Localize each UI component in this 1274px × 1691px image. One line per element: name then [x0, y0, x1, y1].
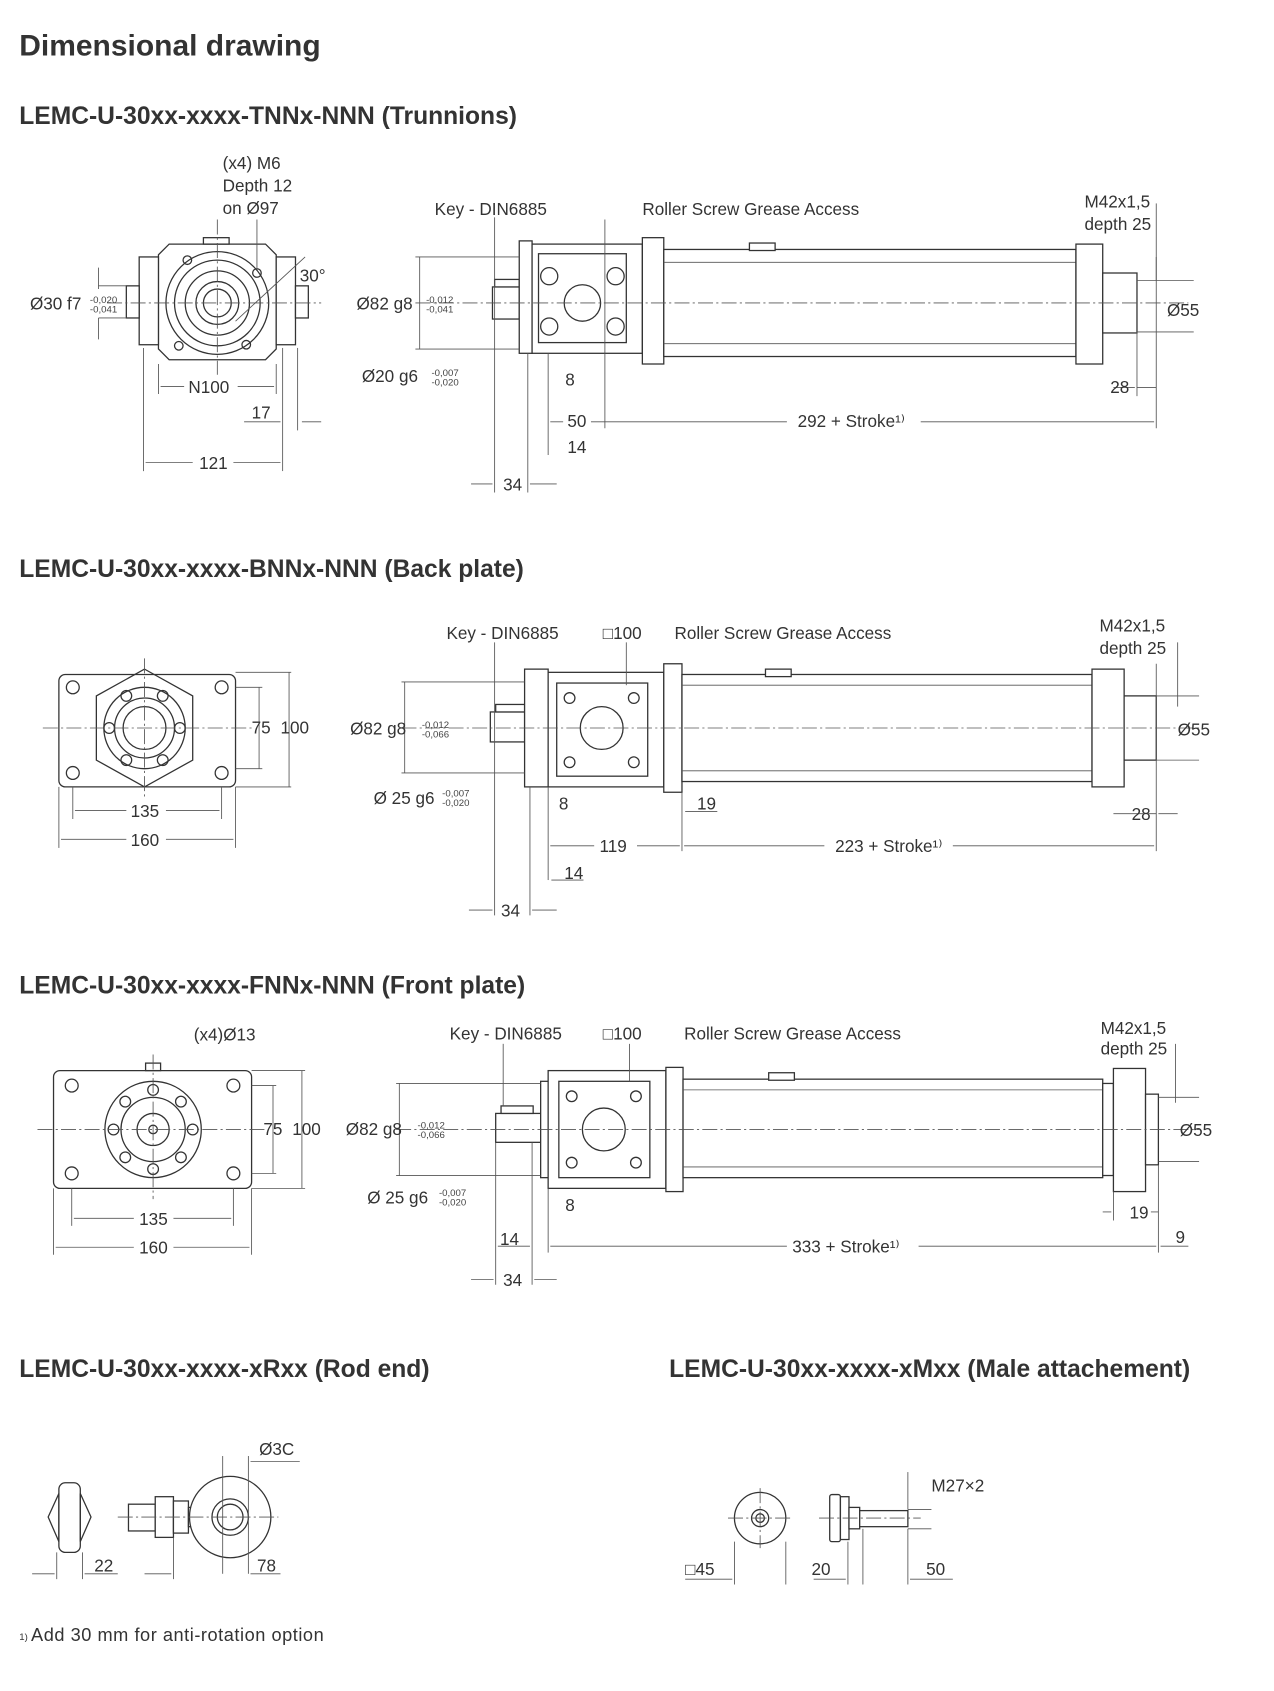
thread-label: M42x1,5 [1100, 617, 1166, 636]
dia25-tol-lower: -0,020 [439, 1197, 466, 1208]
dim-34: 34 [501, 901, 521, 920]
footnote-mark: 1) [19, 1632, 28, 1643]
dim-14: 14 [500, 1230, 520, 1249]
male-attachment-views: M27×2 □45 20 50 [685, 1472, 984, 1585]
dia25-label: Ø 25 g6 [374, 789, 435, 808]
dia82-tol-lower: -0,066 [422, 730, 449, 741]
dia20-tol-lower: -0,020 [431, 377, 458, 388]
dim-8: 8 [565, 1196, 575, 1215]
dim-19: 19 [697, 794, 716, 813]
dia55-label: Ø55 [1167, 301, 1199, 320]
dim-34: 34 [503, 1271, 523, 1290]
thread-depth-label: depth 25 [1100, 639, 1167, 658]
dim-n100: N100 [188, 378, 229, 397]
dim-50: 50 [567, 412, 586, 431]
trunnions-side-view: Key - DIN6885 Roller Screw Grease Access… [357, 193, 1200, 495]
grease-label: Roller Screw Grease Access [674, 624, 891, 643]
stroke-length: 223 + Stroke¹⁾ [835, 837, 942, 856]
dim-121: 121 [199, 454, 228, 473]
backplate-front-view: 75 100 135 160 [42, 658, 309, 850]
dia55-label: Ø55 [1178, 721, 1210, 740]
dim-28: 28 [1132, 805, 1151, 824]
dim-dia30: Ø3C [259, 1440, 294, 1459]
dia25-tol-lower: -0,020 [442, 798, 469, 809]
footnote-text: Add 30 mm for anti-rotation option [31, 1625, 324, 1645]
dia25-tol-upper: -0,007 [439, 1188, 466, 1199]
dim-8: 8 [559, 794, 569, 813]
rodend-heading: LEMC-U-30xx-xxxx-xRxx (Rod end) [19, 1356, 429, 1383]
dia55-label: Ø55 [1180, 1121, 1212, 1140]
dia82-tol-upper: -0,012 [422, 720, 449, 731]
dim-50: 50 [926, 1560, 945, 1579]
dim-135: 135 [139, 1210, 168, 1229]
dim-14: 14 [564, 864, 584, 883]
backplate-side-view: Key - DIN6885 □100 Roller Screw Grease A… [350, 617, 1210, 921]
thread-depth-label: depth 25 [1085, 215, 1152, 234]
thread-m27-label: M27×2 [931, 1476, 984, 1495]
page-title: Dimensional drawing [19, 30, 320, 63]
dim-135: 135 [131, 802, 160, 821]
dia82-tol-upper: -0,012 [426, 295, 453, 306]
dim-19: 19 [1129, 1203, 1148, 1222]
key-label: Key - DIN6885 [450, 1025, 562, 1044]
dia82-label: Ø82 g8 [357, 294, 413, 313]
dia25-tol-upper: -0,007 [442, 789, 469, 800]
dim-14: 14 [567, 438, 587, 457]
dim-160: 160 [139, 1239, 168, 1258]
holes-label: (x4)Ø13 [194, 1026, 256, 1045]
dim-34: 34 [503, 475, 523, 494]
frontplate-side-view: Key - DIN6885 □100 Roller Screw Grease A… [346, 1019, 1212, 1290]
dim-9: 9 [1176, 1228, 1186, 1247]
square100-label: □100 [603, 1025, 642, 1044]
dia82-tol-upper: -0,012 [418, 1120, 445, 1131]
thread-label: M42x1,5 [1101, 1019, 1167, 1038]
pin-dia-label: Ø30 f7 [30, 294, 81, 313]
dim-17: 17 [252, 404, 271, 423]
dia82-tol-lower: -0,041 [426, 305, 453, 316]
grease-label: Roller Screw Grease Access [642, 200, 859, 219]
dia82-tol-lower: -0,066 [418, 1130, 445, 1141]
thread-note-line3: on Ø97 [223, 199, 279, 218]
pin-tol-upper: -0,020 [90, 295, 117, 306]
dim-100: 100 [280, 718, 309, 737]
dim-8: 8 [565, 370, 575, 389]
thread-label: M42x1,5 [1085, 193, 1151, 212]
thread-note-line1: (x4) M6 [223, 154, 281, 173]
thread-depth-label: depth 25 [1101, 1040, 1168, 1059]
frontplate-front-view: (x4)Ø13 75 100 135 160 [37, 1026, 321, 1258]
square45-label: □45 [685, 1560, 714, 1579]
dim-75: 75 [252, 718, 271, 737]
backplate-heading: LEMC-U-30xx-xxxx-BNNx-NNN (Back plate) [19, 556, 524, 583]
dim-22: 22 [94, 1557, 113, 1576]
frontplate-heading: LEMC-U-30xx-xxxx-FNNx-NNN (Front plate) [19, 973, 525, 1000]
grease-label: Roller Screw Grease Access [684, 1025, 901, 1044]
square100-label: □100 [603, 624, 642, 643]
stroke-length: 333 + Stroke¹⁾ [792, 1238, 899, 1257]
dim-75: 75 [263, 1120, 282, 1139]
dim-100: 100 [292, 1120, 321, 1139]
stroke-length: 292 + Stroke¹⁾ [798, 412, 905, 431]
dim-20: 20 [812, 1560, 831, 1579]
trunnions-heading: LEMC-U-30xx-xxxx-TNNx-NNN (Trunnions) [19, 103, 517, 130]
thread-note-line2: Depth 12 [223, 177, 292, 196]
dia20-label: Ø20 g6 [362, 367, 418, 386]
dia82-label: Ø82 g8 [346, 1120, 402, 1139]
dim-160: 160 [131, 831, 160, 850]
rodend-views: Ø3C 22 78 [32, 1440, 300, 1580]
trunnions-front-view: (x4) M6 Depth 12 on Ø97 30° Ø30 f7 -0,02… [30, 154, 326, 473]
dia25-label: Ø 25 g6 [367, 1188, 428, 1207]
dim-78: 78 [257, 1557, 276, 1576]
dia82-label: Ø82 g8 [350, 719, 406, 738]
angle-label: 30° [300, 267, 326, 286]
pin-tol-lower: -0,041 [90, 305, 117, 316]
dim-28: 28 [1110, 378, 1129, 397]
dia20-tol-upper: -0,007 [431, 368, 458, 379]
male-heading: LEMC-U-30xx-xxxx-xMxx (Male attachement) [669, 1356, 1190, 1383]
dim-119: 119 [600, 837, 627, 856]
key-label: Key - DIN6885 [446, 624, 558, 643]
key-label: Key - DIN6885 [435, 200, 547, 219]
